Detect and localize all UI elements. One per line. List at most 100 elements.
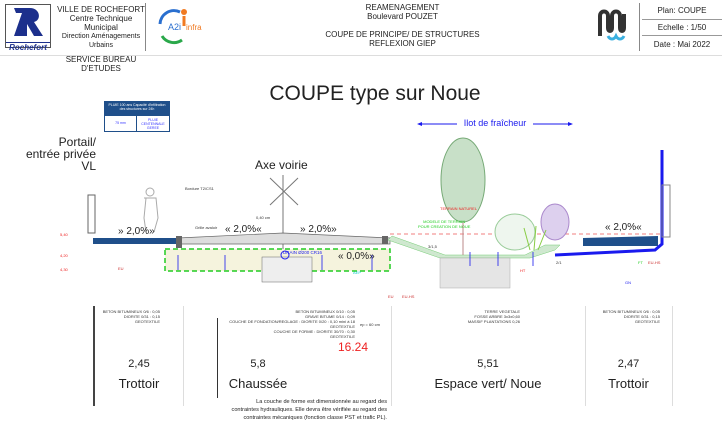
- slope-label: « 0,0%»: [338, 251, 375, 262]
- note-line: La couche de forme est dimensionnée au r…: [256, 399, 387, 405]
- tree-pit: [439, 257, 511, 289]
- ratio-label: 2/1: [556, 260, 562, 265]
- trench: [261, 256, 313, 283]
- slope-label: » 2,0%»: [118, 226, 155, 237]
- layer: COUCHE DE FONDATION/REGLAGE : DIORITE 0/…: [229, 319, 355, 324]
- curb-left: [176, 236, 182, 248]
- table-border: [93, 306, 95, 406]
- divider: [639, 3, 640, 51]
- section-width: 2,47: [617, 358, 640, 370]
- layer: DIORITE 0/31 : 0,15: [623, 314, 660, 319]
- design-note: La couche de forme est dimensionnée au r…: [175, 398, 387, 422]
- drawing-title: COUPE type sur Noue: [269, 82, 481, 105]
- rain-table: PLUIE 100 ans Capacité d'infiltration de…: [104, 101, 170, 132]
- total-width: 16.24: [336, 340, 371, 354]
- plan-label: Plan: COUPE: [642, 6, 722, 20]
- a2i-logo: A2i infra: [150, 6, 210, 46]
- rain-table-header: PLUIE 100 ans Capacité d'infiltration de…: [105, 102, 169, 116]
- portail-line: entrée privée: [25, 147, 96, 161]
- section-label: Trottoir: [608, 376, 649, 391]
- portail-line: Portail/: [58, 135, 96, 149]
- subject-line2: REFLEXION GIEP: [369, 39, 436, 48]
- network-label: EU: [388, 294, 394, 299]
- person-figure: [143, 187, 159, 233]
- city: VILLE DE ROCHEFORT: [57, 5, 145, 14]
- drain-label: DRAIN Ø200 CR16: [283, 250, 323, 255]
- subject-line1: COUPE DE PRINCIPE/ DE STRUCTURES: [325, 30, 480, 39]
- scale-label: Echelle : 1/50: [642, 20, 722, 36]
- axe-voirie-label: Axe voirie: [255, 158, 308, 172]
- grass: [523, 225, 547, 251]
- tree: [440, 137, 486, 255]
- portail-line: VL: [81, 159, 96, 173]
- grille-label: Grille avaloir: [195, 225, 218, 230]
- modele-line: POUR CREATION DE NOUE: [418, 224, 471, 229]
- network-label: GN: [625, 280, 631, 285]
- modele-line: MODELE DE TERRAIN: [423, 219, 466, 224]
- layer: GEOTEXTILE: [634, 319, 660, 324]
- layer: MASSIF PLANTATIONS 0,26: [467, 319, 520, 324]
- layer: BETON BITUMINEUX 0/6 : 0,05: [102, 309, 160, 314]
- section-label: Trottoir: [118, 376, 160, 391]
- layer: GEOTEXTILE: [134, 319, 160, 324]
- plan-info: Plan: COUPE Echelle : 1/50 Date : Mai 20…: [642, 6, 722, 49]
- chaussee-thickness: ep = 60 cm: [360, 322, 380, 327]
- portail-label: Portail/ entrée privée VL: [10, 136, 96, 172]
- project-line1: REAMENAGEMENT: [365, 3, 440, 12]
- height-label: 4,20: [60, 253, 68, 258]
- terrain-naturel-label: TERRAIN NATUREL: [440, 206, 478, 211]
- svg-text:A2i: A2i: [168, 22, 181, 32]
- column-divider: [391, 306, 392, 406]
- height-label: 5,40: [60, 232, 68, 237]
- column-divider: [183, 306, 184, 406]
- rain-value: 75 mm: [105, 116, 137, 131]
- layer: DIORITE 0/31 : 0,15: [123, 314, 160, 319]
- network-label: AEP: [353, 270, 362, 275]
- service: SERVICE BUREAU D'ETUDES: [65, 55, 137, 73]
- cross-section-drawing: [87, 137, 671, 289]
- rochefort-logo: Rochefort: [5, 4, 51, 52]
- network-label: FT: [638, 260, 643, 265]
- network-label: EU-HS: [402, 294, 415, 299]
- project-line2: Boulevard POUZET: [367, 12, 438, 21]
- layer: TERRE VEGETALE: [484, 309, 521, 314]
- layer: BETON BITUMINEUX 0/10 : 0,05: [295, 309, 355, 314]
- slope-label: » 2,0%»: [300, 224, 337, 235]
- flowering-shrub: [540, 203, 570, 241]
- curb-right: [382, 236, 388, 244]
- section-width: 2,45: [128, 358, 150, 370]
- slope-label: « 2,0%«: [225, 224, 262, 235]
- left-sidewalk: [93, 238, 178, 244]
- divider: [145, 3, 146, 51]
- water-arrows: [177, 252, 534, 270]
- height-label: 4,30: [60, 267, 68, 272]
- section-label: Espace vert/ Noue: [434, 376, 542, 391]
- svg-text:infra: infra: [186, 23, 202, 32]
- layer: GEOTEXTILE: [329, 334, 355, 339]
- network-label: EU: [118, 266, 124, 271]
- network-label: HT: [520, 268, 526, 273]
- layer: COUCHE DE FORME : DIORITE 30/70 : 0,30: [273, 329, 355, 334]
- mw-logo: [596, 6, 632, 46]
- thickness-label: 0,40 cm: [256, 215, 271, 220]
- layer: GRAVE BITUME 0/14 : 0,09: [305, 314, 355, 319]
- ratio-label: 3/1,5: [428, 244, 437, 249]
- column-divider: [672, 306, 673, 406]
- logo-text: Rochefort: [6, 42, 50, 52]
- bordure-label: Bordure T2/CS1: [185, 186, 214, 191]
- rochefort-logo-mark: [14, 8, 43, 36]
- layer: GEOTEXTILE: [329, 324, 355, 329]
- building-wall: [661, 184, 671, 238]
- network-label: EU-HS: [648, 260, 661, 265]
- road-surface: [177, 232, 391, 245]
- title-block: Rochefort VILLE DE ROCHEFORT Centre Tech…: [0, 0, 722, 73]
- section-label: Chaussée: [228, 376, 288, 391]
- date-label: Date : Mai 2022: [653, 40, 711, 49]
